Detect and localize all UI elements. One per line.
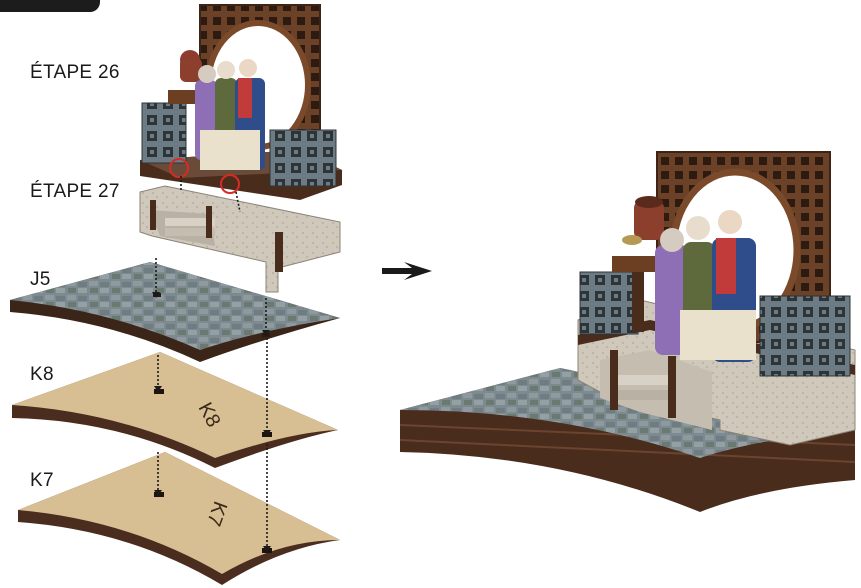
- assembled-model: [400, 152, 855, 512]
- part-j5-plate: [10, 262, 340, 362]
- right-arrow-icon: [382, 262, 432, 280]
- part-k8-plate: K8: [12, 352, 338, 468]
- step-26-model: [140, 5, 342, 200]
- part-k7-plate: K7: [18, 452, 340, 585]
